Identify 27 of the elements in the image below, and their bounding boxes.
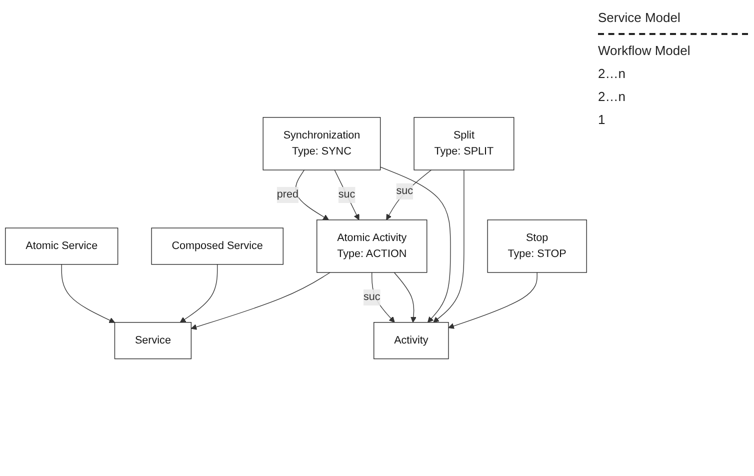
arrow [386,170,432,220]
node-box: Atomic Activity Type: ACTION [316,219,428,273]
arrow [61,264,115,323]
arrow [433,170,464,323]
arrow [394,272,416,323]
arrow [448,272,538,329]
arrow [295,170,329,220]
edge-label: pred [276,188,298,200]
node-box: Activity [374,322,449,360]
node-box: Synchronization Type: SYNC [262,116,381,170]
edge-label: suc [338,188,356,200]
edge-label: suc [363,291,380,303]
multiplicity-label: 2…n [598,89,626,104]
section-label: Service Model [598,10,682,25]
multiplicity-label: 1 [598,112,606,127]
arrow [380,166,451,323]
arrow [334,170,360,220]
arrow [180,264,218,323]
multiplicity-label: 2…n [598,66,626,81]
node-box: Split Type: SPLIT [414,116,514,170]
arrow [190,272,330,330]
section-label: Workflow Model [598,43,692,58]
node-box: Atomic Service [5,228,118,265]
node-box: Stop Type: STOP [487,219,587,273]
node-box: Composed Service [151,228,284,265]
node-box: Service [114,322,192,360]
edge-label: suc [396,185,414,197]
